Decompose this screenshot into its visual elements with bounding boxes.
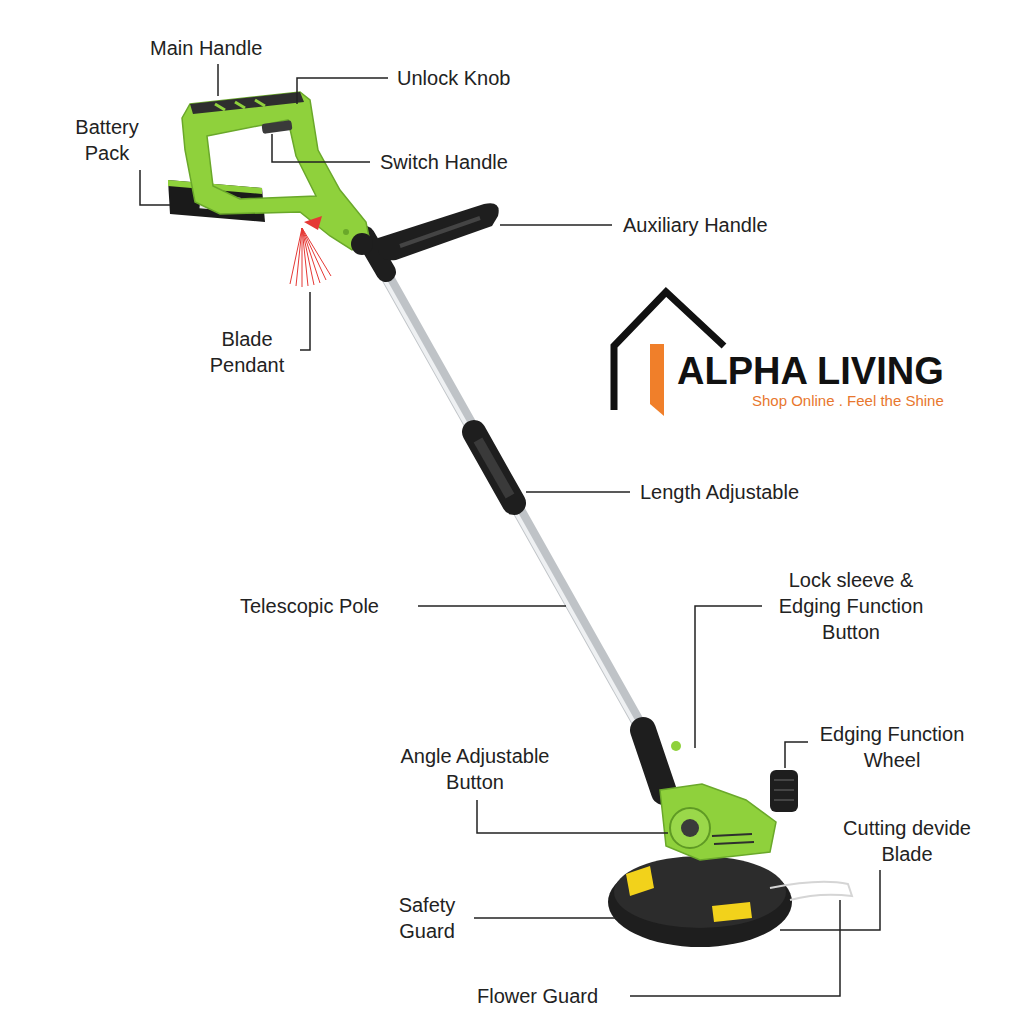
part-label: Main Handle — [150, 35, 262, 61]
leader-line — [477, 800, 668, 833]
cutting-blade — [770, 882, 852, 900]
leader-line — [217, 64, 219, 96]
length-collar — [474, 432, 514, 503]
pendant-tag — [304, 216, 322, 230]
leader-lines — [140, 64, 880, 996]
part-label: Telescopic Pole — [240, 593, 379, 619]
part-label: Edging Function Wheel — [812, 721, 972, 773]
guard-top — [614, 856, 786, 928]
switch-trigger — [261, 120, 292, 134]
leader-line — [418, 605, 566, 607]
part-label: Switch Handle — [380, 149, 508, 175]
safety-guard — [608, 857, 792, 947]
leader-line — [780, 870, 880, 930]
leader-line — [474, 917, 618, 919]
part-label: Lock sleeve & Edging Function Button — [771, 567, 931, 645]
leader-line — [297, 78, 388, 104]
leader-line — [695, 606, 762, 748]
wheel-ridges — [774, 780, 794, 800]
aux-grip-line — [400, 218, 480, 246]
logo-bar — [650, 344, 664, 416]
motor-housing — [660, 784, 776, 860]
guard-sticker — [626, 866, 654, 896]
part-label: Blade Pendant — [197, 326, 297, 378]
leader-line — [300, 292, 310, 350]
brand-tagline: Shop Online . Feel the Shine — [752, 392, 944, 410]
main-handle — [182, 92, 370, 250]
angle-button — [670, 808, 710, 848]
lock-button — [671, 741, 681, 751]
leader-line — [272, 134, 370, 162]
collar-ridge — [478, 440, 510, 496]
grip-top — [190, 92, 304, 114]
part-label: Battery Pack — [62, 114, 152, 166]
part-label: Angle Adjustable Button — [380, 743, 570, 795]
leader-line — [526, 491, 630, 493]
aux-pivot — [351, 233, 373, 255]
auxiliary-handle — [378, 203, 499, 260]
part-label: Cutting devide Blade — [827, 815, 987, 867]
grip-ridges — [215, 100, 265, 110]
angle-button-core — [681, 819, 699, 837]
guard-sticker — [712, 902, 752, 922]
leader-line — [140, 170, 170, 205]
part-label: Auxiliary Handle — [623, 212, 768, 238]
part-label: Flower Guard — [477, 983, 598, 1009]
leader-line — [500, 224, 612, 226]
telescopic-pole — [372, 250, 648, 740]
part-label: Safety Guard — [382, 892, 472, 944]
brand-name: ALPHA LIVING — [677, 351, 944, 391]
housing-vents — [712, 834, 754, 844]
blade-pendant — [290, 228, 331, 287]
pole-highlight — [369, 252, 645, 742]
handle-screw — [343, 229, 349, 235]
leader-line — [785, 742, 808, 768]
part-label: Length Adjustable — [640, 479, 799, 505]
part-label: Unlock Knob — [397, 65, 510, 91]
edging-wheel — [770, 770, 798, 812]
leader-line — [630, 900, 840, 996]
head-joint — [643, 730, 664, 792]
